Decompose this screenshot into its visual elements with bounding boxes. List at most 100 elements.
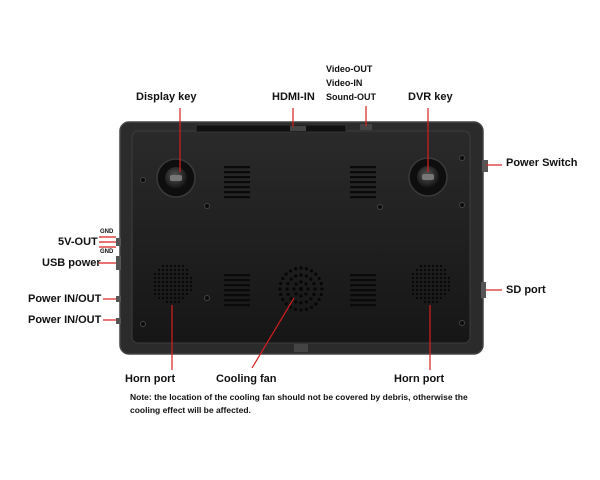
fan-hole [279, 281, 283, 286]
grille-hole [431, 300, 435, 304]
top-connector-slot [195, 124, 347, 133]
label-dvr-key: DVR key [408, 91, 453, 103]
grille-hole [157, 288, 161, 292]
note-text: Note: the location of the cooling fan sh… [130, 392, 468, 415]
fan-hole [299, 273, 303, 277]
grille-hole [423, 300, 427, 304]
fan-hole [279, 292, 283, 297]
fan-hole [314, 302, 318, 306]
grille-hole [423, 280, 427, 284]
grille-hole [411, 288, 415, 292]
grille-hole [181, 272, 185, 276]
vent-slot [224, 299, 250, 302]
vent-slot [350, 304, 376, 307]
fan-hole [312, 282, 316, 286]
grille-hole [173, 288, 177, 292]
vent-slot [224, 181, 250, 184]
fan-hole [294, 292, 298, 296]
fan-hole [309, 305, 314, 309]
grille-hole [411, 272, 415, 276]
grille-hole [423, 276, 427, 280]
label-horn-port-left: Horn port [125, 373, 176, 385]
grille-hole [435, 272, 439, 276]
grille-hole [161, 280, 165, 284]
screw [377, 204, 383, 210]
grille-hole [427, 284, 431, 288]
grille-hole [153, 284, 157, 288]
grille-hole [419, 264, 423, 268]
fan-hole [304, 282, 308, 286]
fan-hole [299, 294, 303, 298]
grille-hole [177, 264, 181, 268]
grille-hole [415, 284, 419, 288]
fan-hole [286, 292, 290, 296]
grille-hole [423, 272, 427, 276]
grille-hole [185, 288, 189, 292]
label-horn-port-right: Horn port [394, 373, 445, 385]
grille-hole [439, 268, 443, 272]
grille-hole [435, 288, 439, 292]
grille-hole [161, 272, 165, 276]
label-power-in-out-2: Power IN/OUT [28, 314, 102, 326]
grille-hole [181, 280, 185, 284]
grille-hole [165, 268, 169, 272]
hdmi-port [290, 126, 306, 131]
grille-hole [435, 276, 439, 280]
vent-slot [350, 284, 376, 287]
fan-hole [299, 287, 303, 291]
grille-hole [435, 292, 439, 296]
fan-hole [289, 297, 293, 301]
grille-hole [427, 280, 431, 284]
grille-hole [169, 296, 173, 300]
grille-hole [185, 276, 189, 280]
grille-hole [189, 288, 193, 292]
grille-hole [439, 292, 443, 296]
grille-hole [431, 276, 435, 280]
grille-hole [443, 292, 447, 296]
label-gnd-top: GND [100, 229, 114, 235]
grille-hole [157, 296, 161, 300]
grille-hole [177, 280, 181, 284]
grille-hole [439, 276, 443, 280]
grille-hole [435, 264, 439, 268]
vent-slot [224, 294, 250, 297]
fan-hole [309, 269, 314, 273]
grille-hole [173, 284, 177, 288]
vent-slot [224, 166, 250, 169]
vent-slot [224, 279, 250, 282]
grille-hole [431, 296, 435, 300]
left-port-power-1 [116, 296, 121, 302]
grille-hole [173, 296, 177, 300]
label-display-key: Display key [136, 91, 197, 103]
grille-hole [415, 268, 419, 272]
grille-hole [419, 292, 423, 296]
grille-hole [153, 276, 157, 280]
screw [204, 295, 210, 301]
grille-hole [157, 276, 161, 280]
grille-hole [423, 268, 427, 272]
power-switch [482, 160, 488, 172]
grille-hole [185, 284, 189, 288]
label-video-in: Video-IN [326, 78, 363, 88]
grille-hole [177, 268, 181, 272]
label-cooling-fan: Cooling fan [216, 373, 277, 385]
grille-hole [173, 300, 177, 304]
vent-slot [224, 191, 250, 194]
grille-hole [177, 272, 181, 276]
fan-hole [299, 266, 303, 270]
fan-hole [306, 287, 310, 291]
grille-hole [447, 288, 451, 292]
left-port-power-2 [116, 318, 121, 324]
grille-hole [173, 272, 177, 276]
grille-hole [169, 292, 173, 296]
vent-slot [350, 191, 376, 194]
grille-hole [431, 292, 435, 296]
fan-hole [294, 300, 298, 304]
fan-hole [320, 287, 324, 291]
grille-hole [173, 292, 177, 296]
grille-hole [161, 284, 165, 288]
grille-hole [189, 284, 193, 288]
grille-hole [443, 288, 447, 292]
vent-slot [224, 171, 250, 174]
display-key-knob [156, 158, 196, 198]
